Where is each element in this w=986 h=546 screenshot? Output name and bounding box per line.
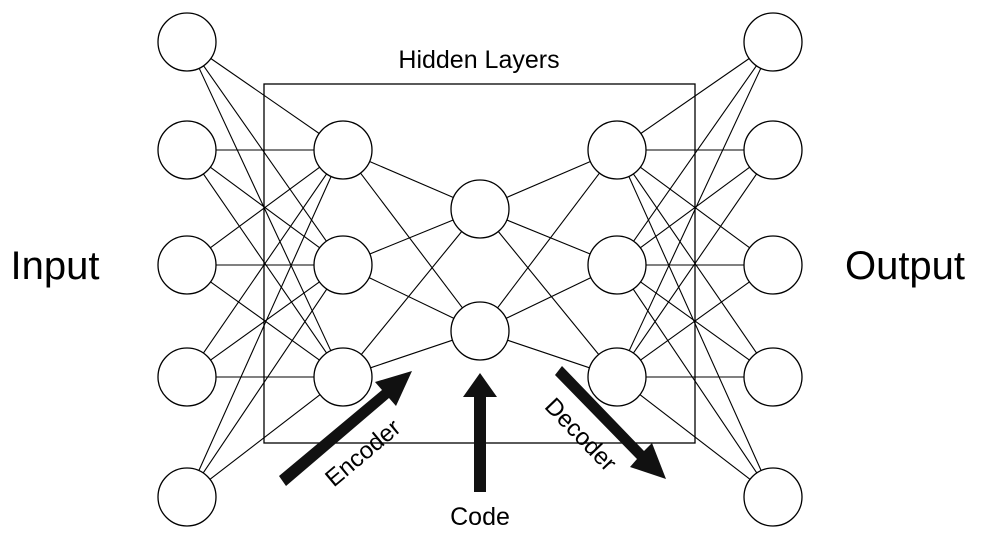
output-label: Output [845,244,965,288]
connection-edge [210,281,320,361]
connections [198,58,762,480]
connection-edge [506,160,591,199]
connection-edge [368,277,455,319]
neurons [157,12,803,527]
connection-edge [210,58,320,134]
connection-edge [505,277,592,319]
hidden-layers-label: Hidden Layers [398,46,559,74]
code-arrow [463,373,497,492]
connection-edge [370,339,453,369]
connection-edge [198,176,332,471]
encoder-label: Encoder [320,414,406,492]
input-node [157,467,217,527]
connection-edge [360,172,463,309]
connection-edge [369,160,454,199]
connection-edge [497,231,600,355]
encoder-hidden-node [313,120,373,180]
decoder-hidden-node [587,120,647,180]
connection-edge [369,219,454,255]
code-label: Code [450,503,510,531]
input-label: Input [11,244,100,288]
output-node [743,120,803,180]
decoder-hidden-node [587,347,647,407]
code-node [450,179,510,239]
connection-edge [198,68,332,351]
output-node [743,347,803,407]
encoder-arrow [279,371,412,486]
connection-edge [209,394,321,480]
connection-edge [202,173,328,354]
input-node [157,235,217,295]
connection-edge [202,288,328,474]
connection-edge [507,339,590,369]
output-node [743,235,803,295]
connection-edge [203,65,327,242]
output-node [743,467,803,527]
connection-edge [209,166,321,249]
output-node [743,12,803,72]
connection-edge [360,231,463,355]
encoder-hidden-node [313,347,373,407]
encoder-hidden-node [313,235,373,295]
connection-edge [506,219,591,255]
input-node [157,347,217,407]
decoder-arrow [555,366,666,479]
decoder-hidden-node [587,235,647,295]
input-node [157,120,217,180]
connection-edge [497,172,600,309]
input-node [157,12,217,72]
code-node [450,301,510,361]
